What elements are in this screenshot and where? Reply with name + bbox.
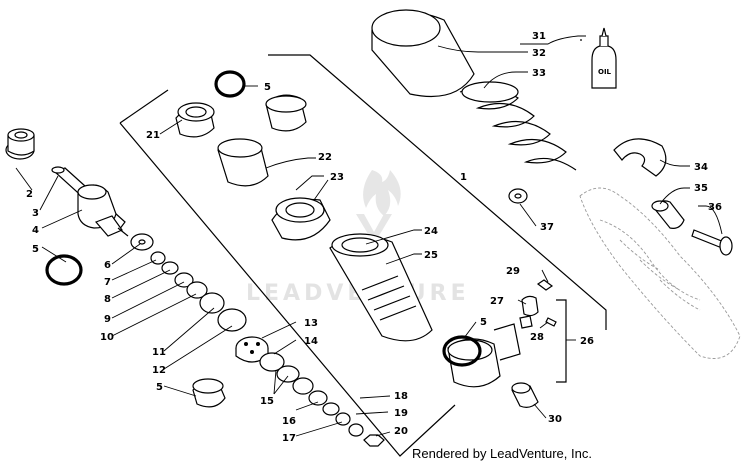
callout-6: 6 xyxy=(104,260,111,271)
reservoir-cap xyxy=(447,323,521,388)
top-bushing xyxy=(5,128,35,160)
washer-stack-left xyxy=(130,233,247,332)
callout-15: 15 xyxy=(260,396,274,407)
nut xyxy=(363,434,385,447)
assembled-shock-ghost xyxy=(579,187,741,359)
seal-band-upper xyxy=(265,94,307,132)
callout-26: 26 xyxy=(580,336,594,347)
callout-5-reservoir: 5 xyxy=(480,317,487,328)
callout-34: 34 xyxy=(694,162,708,173)
oil-bottle: OIL xyxy=(591,27,617,89)
middle-group-frame xyxy=(119,89,169,124)
credit-text: Rendered by LeadVenture, Inc. xyxy=(412,446,592,461)
bump-stop xyxy=(217,138,269,187)
callout-10: 10 xyxy=(100,332,114,343)
o-ring-reservoir xyxy=(442,335,482,367)
bolt xyxy=(691,229,733,256)
watermark-logo: LEADVENTURE xyxy=(246,170,466,306)
callout-4: 4 xyxy=(32,225,39,236)
callout-37: 37 xyxy=(540,222,554,233)
o-ring-left xyxy=(45,254,83,286)
reservoir-valve xyxy=(519,279,557,329)
callout-2: 2 xyxy=(26,189,33,200)
callout-9: 9 xyxy=(104,314,111,325)
spring-cover xyxy=(371,9,475,98)
callout-3: 3 xyxy=(32,208,39,219)
washer-stack-right xyxy=(259,352,385,447)
callout-33: 33 xyxy=(532,68,546,79)
callout-5-top: 5 xyxy=(264,82,271,93)
callout-31: 31 xyxy=(532,31,546,42)
spring-retainer xyxy=(613,138,667,177)
callout-16: 16 xyxy=(282,416,296,427)
middle-group-frame-bottom xyxy=(119,122,456,457)
bushing-small xyxy=(508,188,528,204)
o-ring-top xyxy=(214,70,246,98)
callout-13: 13 xyxy=(304,318,318,329)
oil-label: OIL xyxy=(598,68,612,76)
callout-36: 36 xyxy=(708,202,722,213)
callout-28: 28 xyxy=(530,332,544,343)
leader-lines xyxy=(15,35,723,437)
callout-5-left: 5 xyxy=(32,244,39,255)
callout-21: 21 xyxy=(146,130,160,141)
spacer xyxy=(651,200,685,229)
callouts: 2 3 4 5 6 7 8 9 10 11 12 5 5 21 22 23 1 … xyxy=(26,31,722,444)
callout-35: 35 xyxy=(694,183,708,194)
shock-body xyxy=(329,233,433,342)
callout-7: 7 xyxy=(104,277,111,288)
callout-30: 30 xyxy=(548,414,562,425)
callout-11: 11 xyxy=(152,347,166,358)
callout-27: 27 xyxy=(490,296,504,307)
callout-20: 20 xyxy=(394,426,408,437)
seal-band-lower xyxy=(192,378,226,408)
callout-19: 19 xyxy=(394,408,408,419)
top-seal-head xyxy=(175,102,215,138)
callout-1: 1 xyxy=(460,172,467,183)
callout-29: 29 xyxy=(506,266,520,277)
callout-14: 14 xyxy=(304,336,318,347)
callout-12: 12 xyxy=(152,365,166,376)
callout-17: 17 xyxy=(282,433,296,444)
callout-32: 32 xyxy=(532,48,546,59)
callout-25: 25 xyxy=(424,250,438,261)
piston xyxy=(235,336,269,363)
right-group-frame xyxy=(268,54,607,330)
callout-24: 24 xyxy=(424,226,438,237)
reservoir-end-bushing xyxy=(511,382,539,408)
bracket-26 xyxy=(556,299,567,383)
callout-5-lower: 5 xyxy=(156,382,163,393)
callout-8: 8 xyxy=(104,294,111,305)
coil-spring xyxy=(459,81,577,171)
callout-23: 23 xyxy=(330,172,344,183)
spring-adjuster-nut xyxy=(271,197,331,241)
callout-18: 18 xyxy=(394,391,408,402)
shaft-eye-mount xyxy=(77,184,129,237)
callout-22: 22 xyxy=(318,152,332,163)
